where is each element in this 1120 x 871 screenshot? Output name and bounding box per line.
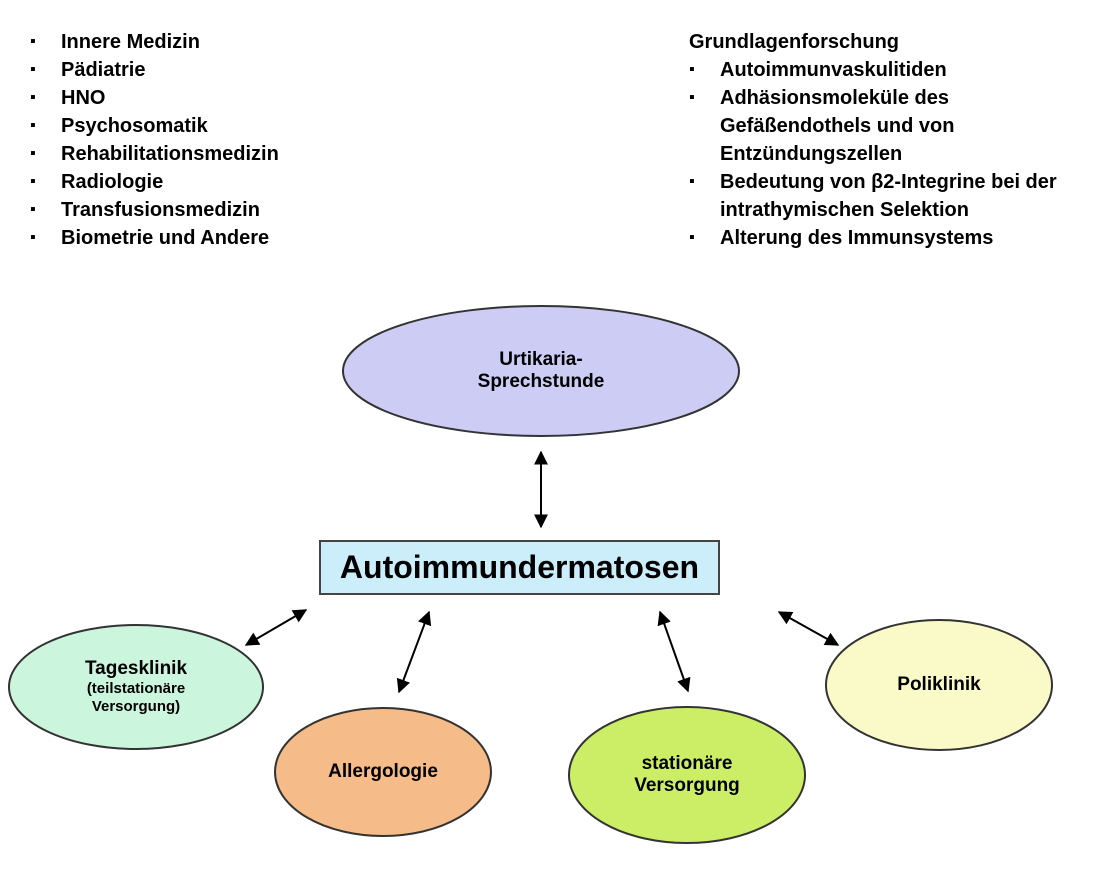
research-list: Autoimmunvaskulitiden Adhäsionsmoleküle … <box>689 56 1119 252</box>
list-item: HNO <box>30 84 279 112</box>
list-item: Transfusionsmedizin <box>30 196 279 224</box>
list-item: Autoimmunvaskulitiden <box>689 56 1119 84</box>
list-item: Pädiatrie <box>30 56 279 84</box>
connector-arrow <box>657 610 691 693</box>
poliklinik-label: Poliklinik <box>897 674 981 695</box>
list-item: Radiologie <box>30 168 279 196</box>
connector-arrow <box>396 610 432 694</box>
connector-arrow <box>244 609 308 646</box>
list-item: Biometrie und Andere <box>30 224 279 252</box>
connector-arrow <box>777 611 840 646</box>
center-box: Autoimmundermatosen <box>319 540 720 595</box>
specialties-list: Innere Medizin Pädiatrie HNO Psychosomat… <box>30 28 279 252</box>
list-item: Innere Medizin <box>30 28 279 56</box>
poliklinik-node <box>825 619 1053 751</box>
list-item: Adhäsionsmoleküle des Gefäßendothels und… <box>689 84 1020 168</box>
tagesklinik-label: Tagesklinik (teilstationäre Versorgung) <box>84 658 188 715</box>
list-item: Psychosomatik <box>30 112 279 140</box>
tagesklinik-node <box>8 624 264 750</box>
stationaer-node <box>568 706 806 844</box>
urtikaria-label: Urtikaria- Sprechstunde <box>477 349 605 392</box>
urtikaria-node <box>342 305 740 437</box>
allergologie-label: Allergologie <box>328 761 438 782</box>
stationaer-label: stationäre Versorgung <box>634 753 740 796</box>
allergologie-node <box>274 707 492 837</box>
research-heading: Grundlagenforschung <box>689 31 899 53</box>
list-item: Bedeutung von β2-Integrine bei der intra… <box>689 168 1120 224</box>
research-block: Grundlagenforschung Autoimmunvaskulitide… <box>689 28 1119 252</box>
list-item: Rehabilitationsmedizin <box>30 140 279 168</box>
list-item: Alterung des Immunsystems <box>689 224 1119 252</box>
